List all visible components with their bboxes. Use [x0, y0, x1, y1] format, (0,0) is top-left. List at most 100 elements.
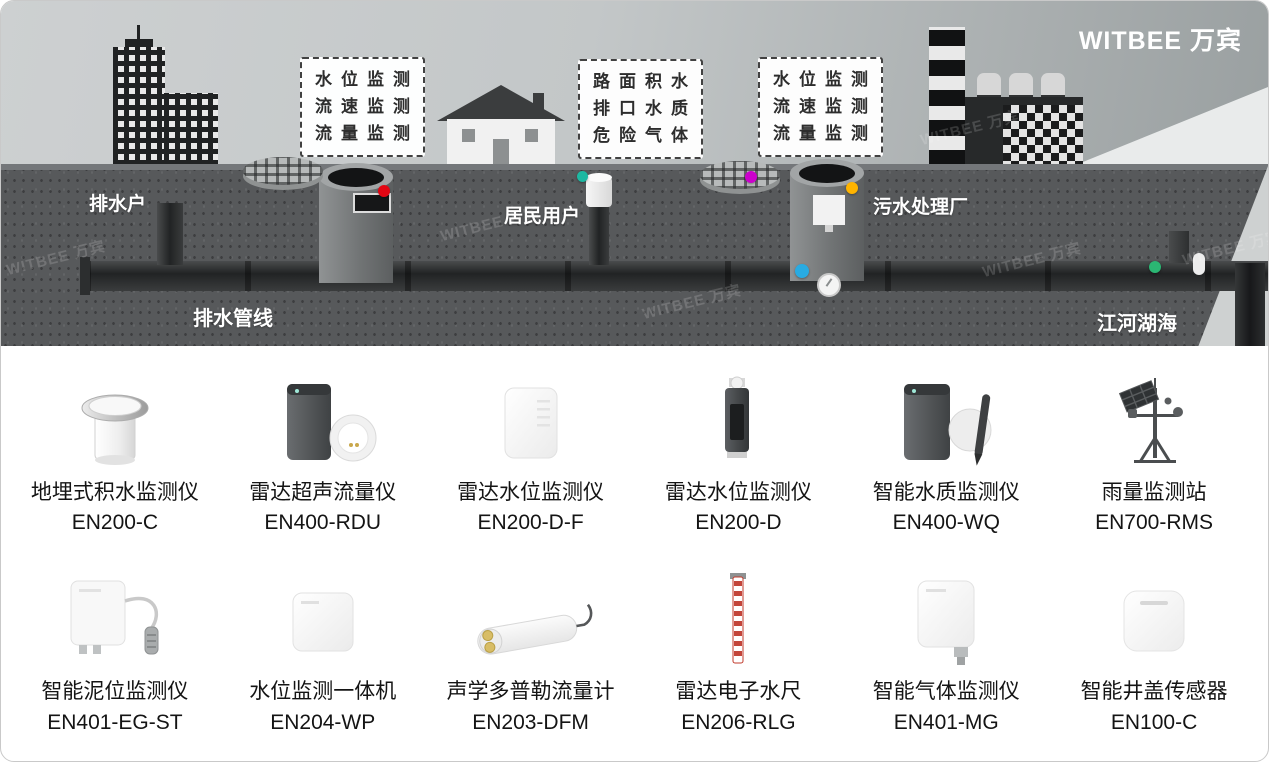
product-card: 智能气体监测仪 EN401-MG	[842, 569, 1050, 734]
outfall-pipe	[1235, 263, 1265, 346]
factory-silo	[1009, 73, 1033, 99]
product-name: 雷达水位监测仪	[664, 481, 812, 504]
street-surface	[1, 164, 1268, 170]
product-name: 雷达超声流量仪	[249, 481, 397, 504]
outfall-float	[1193, 253, 1205, 275]
house-door	[493, 139, 509, 165]
product-model: EN200-D-F	[477, 511, 584, 535]
product-card: 雷达水位监测仪 EN200-D	[634, 370, 842, 535]
product-name: 雨量监测站	[1101, 481, 1207, 504]
house-window	[525, 129, 538, 142]
product-name: 智能井盖传感器	[1080, 680, 1228, 704]
label-sewage-plant: 污水处理厂	[873, 197, 969, 218]
product-name: 智能气体监测仪	[872, 680, 1020, 704]
manhole-grate	[700, 161, 780, 189]
sensor-dot-magenta	[745, 171, 757, 183]
factory-facade	[1003, 105, 1083, 166]
product-card: 雨量监测站 EN700-RMS	[1050, 370, 1258, 535]
factory-chimney	[929, 27, 965, 166]
product-model: EN401-EG-ST	[47, 710, 183, 734]
building-tower-right	[164, 93, 218, 165]
product-name: 智能泥位监测仪	[41, 680, 189, 704]
product-card: 水位监测一体机 EN204-WP	[219, 569, 427, 734]
vertical-pipe	[157, 203, 183, 265]
product-icon-en700-rms	[1106, 370, 1202, 470]
product-icon-en203-dfm	[463, 569, 599, 669]
sensor-dot-teal	[577, 171, 588, 182]
sensor-dot-blue	[795, 264, 809, 278]
hill-shape	[1073, 87, 1268, 166]
product-model: EN200-D	[695, 511, 782, 535]
product-model: EN100-C	[1110, 710, 1198, 734]
label-drain-user: 排水户	[89, 194, 147, 215]
tower-antenna	[137, 25, 140, 39]
manhole-grate	[243, 157, 323, 185]
underground-cross-section	[1, 164, 1268, 346]
product-card: 雷达超声流量仪 EN400-RDU	[219, 370, 427, 535]
label-resident-user: 居民用户	[504, 206, 581, 227]
callout-line: 水位监测	[773, 70, 877, 89]
callout-line: 排口水质	[593, 99, 697, 119]
factory-silo	[977, 73, 1001, 99]
callout-line: 危险气体	[593, 126, 697, 146]
product-icon-en400-rdu	[267, 370, 379, 470]
scene-illustration: 水位监测 流速监测 流量监测 路面积水 排口水质 危险气体 水位监测 流速监测 …	[1, 1, 1268, 346]
product-name: 声学多普勒流量计	[446, 680, 615, 704]
label-drain-pipeline: 排水管线	[193, 308, 273, 330]
brand-logo: WITBEE 万宾	[1078, 27, 1242, 55]
product-model: EN401-MG	[893, 710, 999, 734]
outfall-sensor-device	[1169, 231, 1189, 263]
product-model: EN200-C	[71, 511, 159, 535]
product-card: 雷达水位监测仪 EN200-D-F	[427, 370, 635, 535]
product-card: 智能井盖传感器 EN100-C	[1050, 569, 1258, 734]
manhole-opening	[799, 164, 855, 183]
label-rivers-lakes-seas: 江河湖海	[1097, 313, 1177, 335]
product-model: EN400-WQ	[892, 511, 1000, 535]
product-card: 声学多普勒流量计 EN203-DFM	[427, 569, 635, 734]
callout-line: 流量监测	[773, 124, 877, 144]
product-icon-en100-c	[1106, 569, 1202, 669]
callout-monitoring-left: 水位监测 流速监测 流量监测	[300, 57, 425, 157]
product-icon-en200-d-f	[481, 370, 581, 470]
product-grid: 地埋式积水监测仪 EN200-C 雷达超声流量仪 EN400-RDU	[1, 346, 1268, 739]
product-icon-en204-wp	[273, 569, 373, 669]
product-name: 地埋式积水监测仪	[30, 481, 199, 504]
house-chimney	[533, 93, 544, 113]
product-icon-en401-mg	[896, 569, 996, 669]
level-sensor-device	[813, 195, 845, 232]
sensor-dot-green	[1149, 261, 1161, 273]
building-tower-left	[113, 47, 165, 165]
sensor-dot-orange	[846, 182, 858, 194]
product-card: 雷达电子水尺 EN206-RLG	[634, 569, 842, 734]
factory-silo	[1041, 73, 1065, 99]
product-model: EN204-WP	[270, 710, 376, 734]
product-icon-en400-wq	[890, 370, 1002, 470]
product-card: 地埋式积水监测仪 EN200-C	[11, 370, 219, 535]
product-model: EN203-DFM	[472, 710, 589, 734]
manhole-opening	[328, 168, 384, 187]
product-icon-en200-c	[69, 370, 161, 470]
product-model: EN206-RLG	[681, 710, 796, 734]
callout-line: 流量监测	[315, 124, 419, 144]
callout-monitoring-center: 路面积水 排口水质 危险气体	[578, 59, 703, 159]
pipe-end-cap	[80, 257, 90, 295]
road-water-sensor	[586, 173, 612, 207]
product-card: 智能水质监测仪 EN400-WQ	[842, 370, 1050, 535]
callout-line: 流速监测	[315, 97, 419, 117]
product-name: 雷达水位监测仪	[457, 481, 605, 504]
product-card: 智能泥位监测仪 EN401-EG-ST	[11, 569, 219, 734]
callout-monitoring-right: 水位监测 流速监测 流量监测	[758, 57, 883, 157]
product-icon-en401-eg-st	[59, 569, 171, 669]
house-window	[462, 129, 475, 142]
callout-line: 水位监测	[315, 70, 419, 89]
product-name: 水位监测一体机	[249, 680, 397, 704]
pressure-gauge	[817, 273, 841, 297]
product-model: EN700-RMS	[1095, 511, 1213, 535]
vertical-pipe	[589, 207, 609, 265]
product-name: 智能水质监测仪	[872, 481, 1020, 504]
tower-roof	[125, 39, 153, 47]
callout-line: 流速监测	[773, 97, 877, 117]
sensor-dot-red	[378, 185, 390, 197]
callout-line: 路面积水	[593, 72, 697, 91]
